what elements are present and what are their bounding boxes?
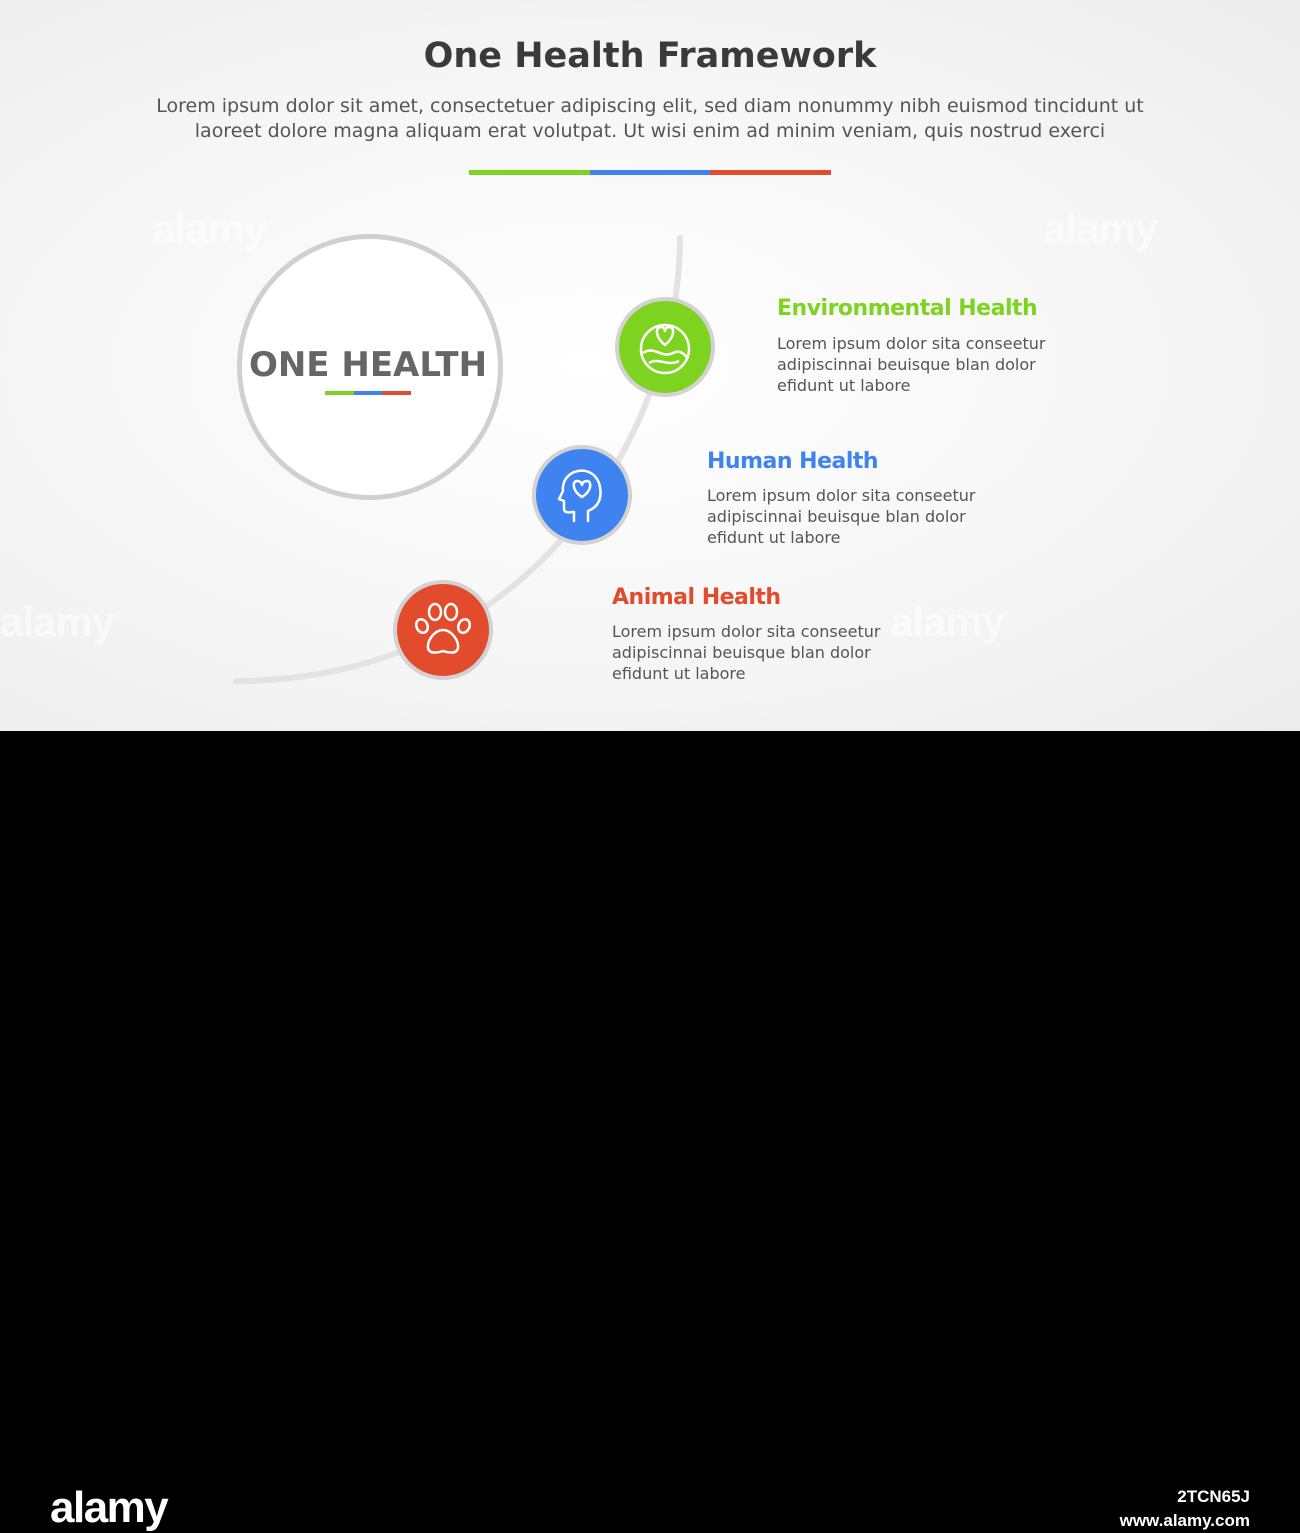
watermark: alamy bbox=[890, 598, 1005, 645]
page-description: Lorem ipsum dolor sit amet, consectetuer… bbox=[90, 94, 1210, 144]
divider-segment-green bbox=[469, 170, 590, 175]
watermark: alamy bbox=[1043, 205, 1158, 252]
center-divider bbox=[325, 391, 411, 395]
page-title: One Health Framework bbox=[423, 36, 877, 76]
alamy-logo[interactable]: alamy bbox=[50, 1483, 169, 1532]
description-line: Lorem ipsum dolor sit amet, consectetuer… bbox=[156, 95, 1144, 117]
watermark: alamy bbox=[0, 598, 115, 645]
divider-segment-red bbox=[710, 170, 831, 175]
stock-footer: alamy 2TCN65J www.alamy.com bbox=[0, 731, 1300, 1532]
animal-health-title: Animal Health bbox=[612, 585, 781, 610]
human-health-title: Human Health bbox=[707, 449, 879, 474]
image-id-code: 2TCN65J bbox=[1177, 1487, 1250, 1506]
site-link[interactable]: www.alamy.com bbox=[1119, 1511, 1250, 1530]
paw-icon bbox=[414, 602, 472, 654]
description-line: Lorem ipsum dolor sita conseetur bbox=[612, 622, 881, 641]
divider-segment-blue bbox=[353, 391, 383, 395]
center-label: ONE HEALTH bbox=[248, 345, 488, 385]
divider-segment-red bbox=[382, 391, 411, 395]
watermark: alamy bbox=[152, 205, 267, 252]
description-line: adipiscinnai beuisque blan dolor bbox=[707, 507, 966, 526]
description-line: Lorem ipsum dolor sita conseetur bbox=[777, 334, 1046, 353]
center-circle bbox=[237, 234, 503, 500]
divider-segment-green bbox=[325, 391, 354, 395]
human-health-node bbox=[532, 445, 632, 545]
human-health-description: Lorem ipsum dolor sita conseetur adipisc… bbox=[707, 485, 1017, 548]
environmental-health-description: Lorem ipsum dolor sita conseetur adipisc… bbox=[777, 333, 1087, 396]
description-line: efidunt ut labore bbox=[777, 376, 911, 395]
image-id: 2TCN65J www.alamy.com bbox=[1120, 1485, 1250, 1533]
head-heart-icon bbox=[557, 469, 602, 523]
infographic-canvas: alamy alamy alamy alamy One Health Frame… bbox=[0, 0, 1300, 731]
description-line: laoreet dolore magna aliquam erat volutp… bbox=[194, 120, 1106, 142]
environmental-health-title: Environmental Health bbox=[777, 296, 1038, 321]
title-divider bbox=[469, 170, 831, 175]
environmental-health-node bbox=[615, 297, 715, 397]
description-line: efidunt ut labore bbox=[612, 664, 746, 683]
description-line: adipiscinnai beuisque blan dolor bbox=[777, 355, 1036, 374]
animal-health-description: Lorem ipsum dolor sita conseetur adipisc… bbox=[612, 621, 922, 684]
divider-segment-blue bbox=[589, 170, 711, 175]
description-line: efidunt ut labore bbox=[707, 528, 841, 547]
description-line: adipiscinnai beuisque blan dolor bbox=[612, 643, 871, 662]
animal-health-node bbox=[393, 580, 493, 680]
description-line: Lorem ipsum dolor sita conseetur bbox=[707, 486, 976, 505]
earth-heart-icon bbox=[639, 323, 691, 375]
